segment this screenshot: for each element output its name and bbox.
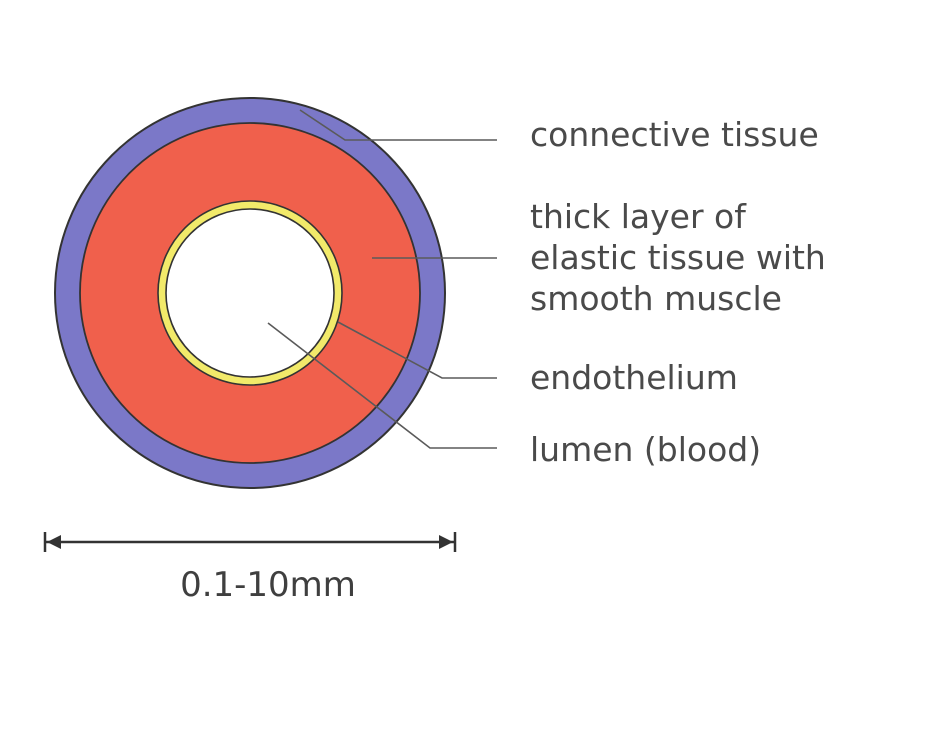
artery-cross-section xyxy=(54,97,446,489)
label-elastic-line-2: elastic tissue with xyxy=(530,238,826,277)
scale-bar-label: 0.1-10mm xyxy=(180,565,356,605)
label-endothelium: endothelium xyxy=(530,358,738,397)
label-connective-tissue: connective tissue xyxy=(530,115,819,154)
leader-lines xyxy=(267,109,497,449)
label-elastic-line-3: smooth muscle xyxy=(530,279,782,318)
leader-line-endothelium xyxy=(337,321,497,379)
scale-bar-left-arrow xyxy=(47,535,61,549)
label-lumen: lumen (blood) xyxy=(530,430,761,469)
label-elastic-line-1: thick layer of xyxy=(530,197,747,236)
leader-line-lumen xyxy=(267,322,497,449)
scale-bar-right-arrow xyxy=(439,535,453,549)
leader-line-connective xyxy=(299,109,497,141)
lumen xyxy=(165,208,335,378)
scale-bar: 0.1-10mm xyxy=(43,532,457,605)
